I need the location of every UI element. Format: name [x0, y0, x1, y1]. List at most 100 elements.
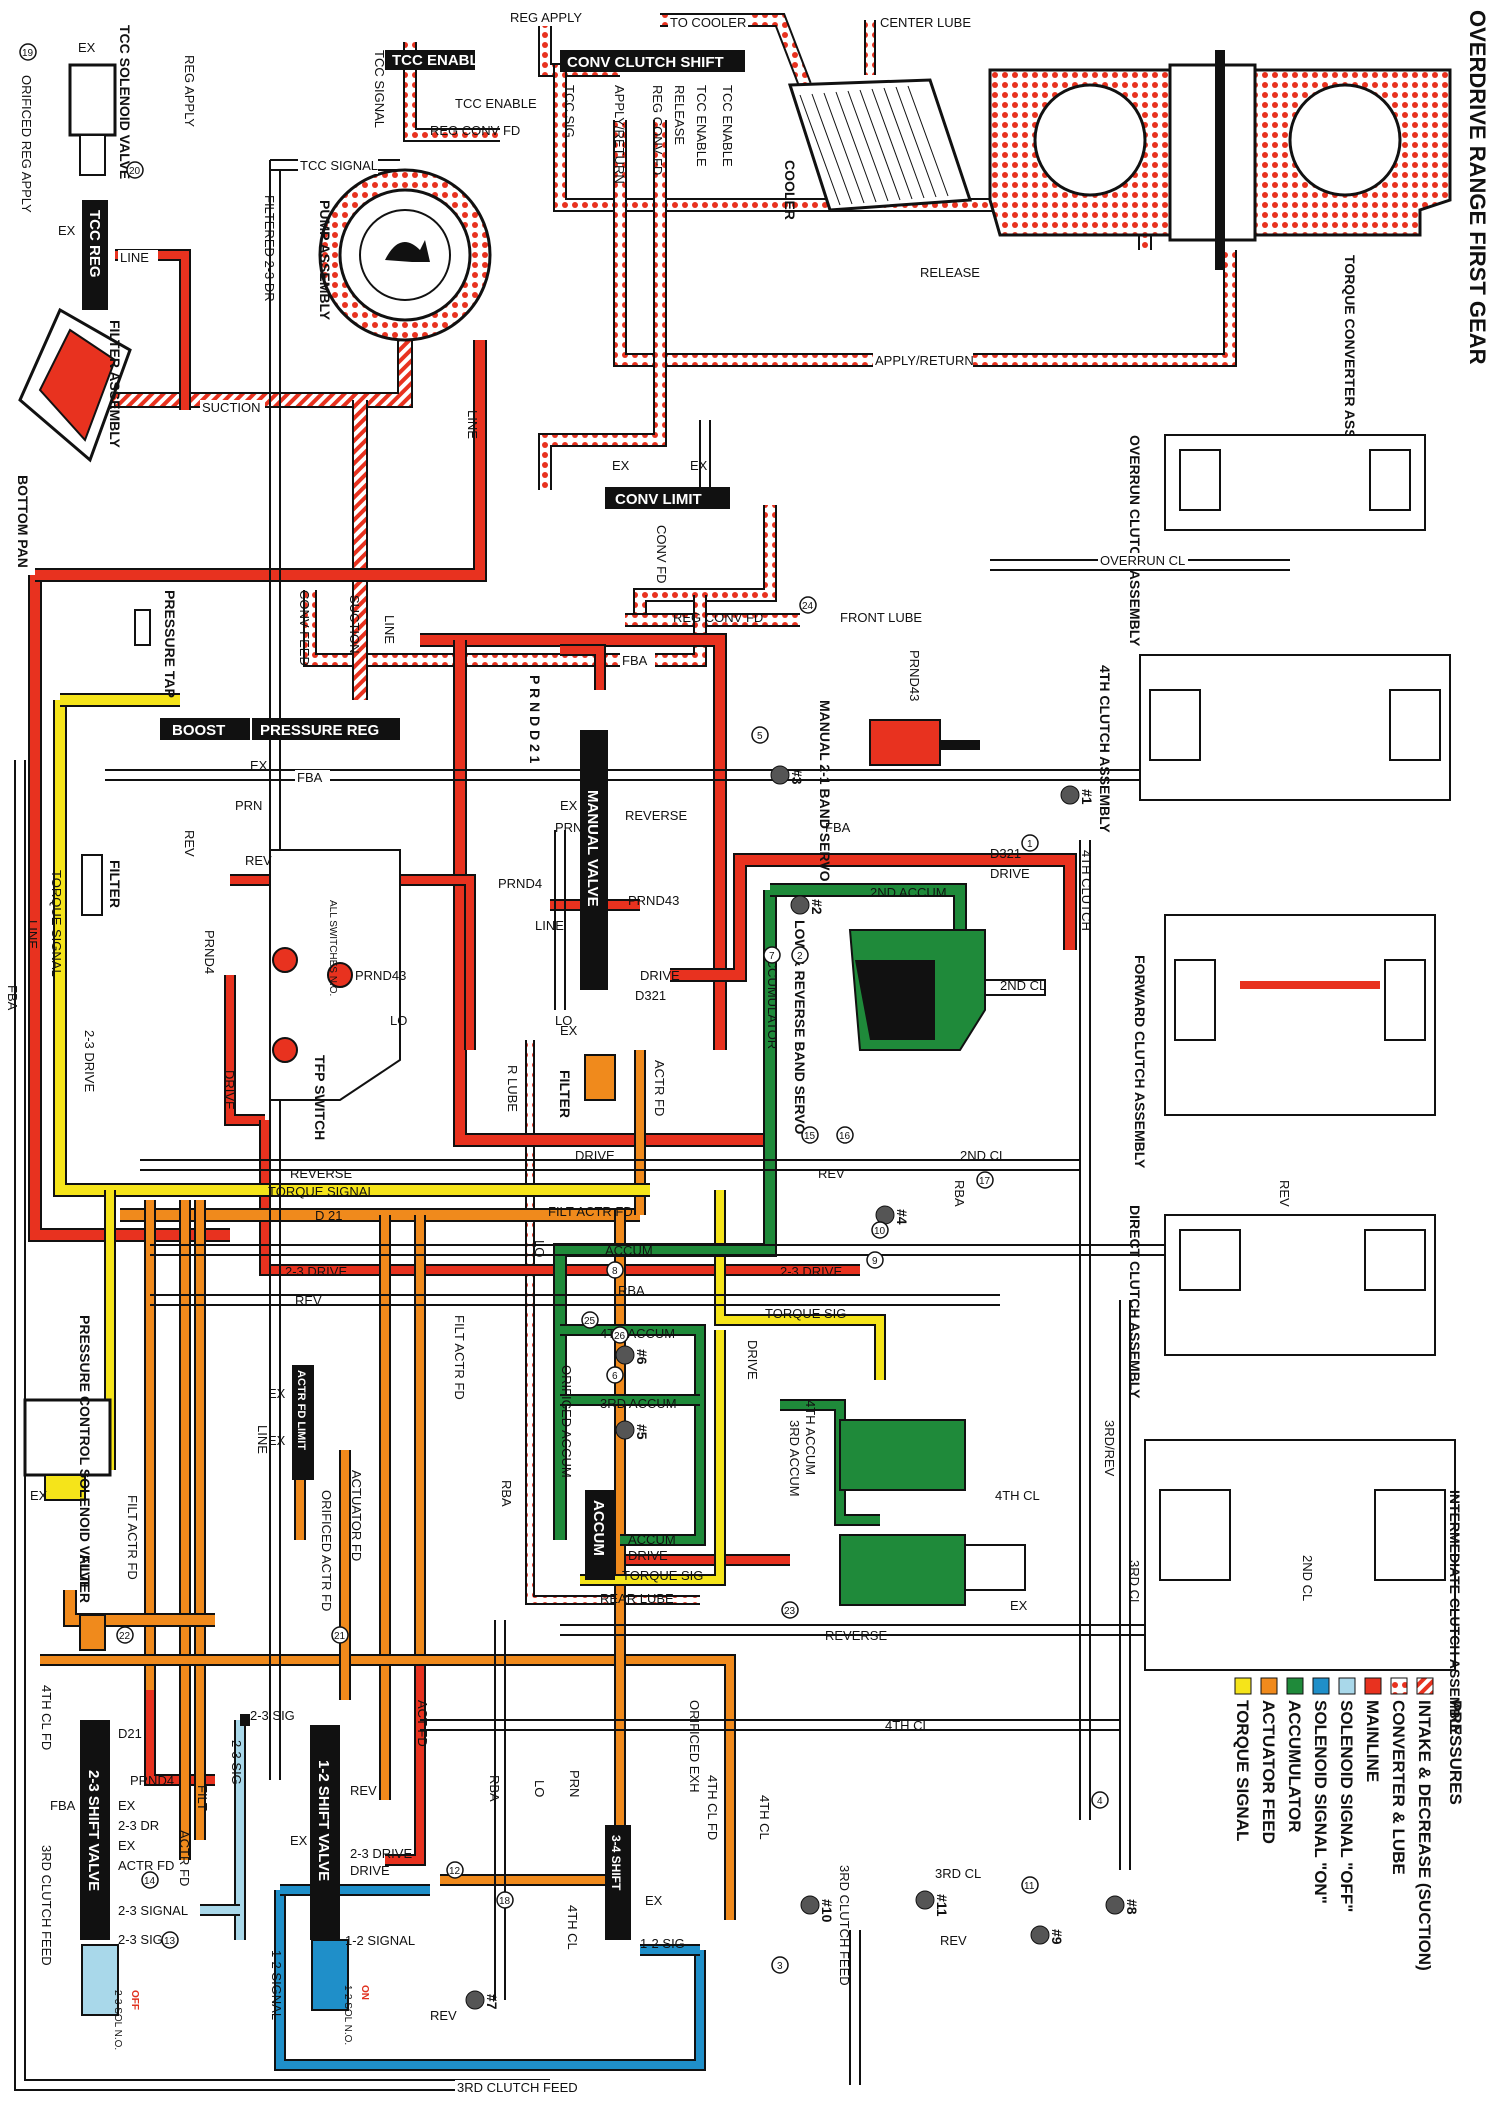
label-12-signal-v: 1-2 SIGNAL: [269, 1950, 284, 2020]
orifice-number: 15: [804, 1131, 816, 1142]
orifice-number: 26: [614, 1331, 626, 1342]
filter-assembly: FILTER ASSEMBLY BOTTOM PAN: [15, 307, 132, 568]
forward-clutch: FORWARD CLUTCH ASSEMBLY: [1132, 914, 1436, 1169]
legend-heading: PRESSURES: [1446, 1700, 1465, 1805]
ex-label: EX: [58, 223, 76, 238]
orifice-number: 7: [769, 951, 775, 962]
label-tcc-enable-v2: TCC ENABLE: [720, 85, 735, 167]
orifice-number: 18: [499, 1896, 511, 1907]
direct-clutch-label: DIRECT CLUTCH ASSEMBLY: [1127, 1205, 1143, 1399]
filter-inline-3: FILTER: [77, 1555, 106, 1651]
label-23-sig: 2-3 SIG: [250, 1708, 295, 1723]
label-tcc-enable: TCC ENABLE: [455, 96, 537, 111]
orifice-marker: [19, 43, 37, 61]
label-drive-low: DRIVE: [628, 1548, 668, 1563]
orifice-number: 11: [1024, 1881, 1035, 1892]
label-23-drive-v: 2-3 DRIVE: [82, 1030, 97, 1092]
legend-swatch: [1260, 1677, 1278, 1695]
filter-inline-2-label: FILTER: [557, 1070, 573, 1118]
label-rear-lube: REAR LUBE: [600, 1591, 674, 1606]
label-4th-accum: 4TH ACCUM: [600, 1326, 675, 1341]
diagram-title: OVERDRIVE RANGE FIRST GEAR: [1465, 10, 1490, 365]
label-2nd-cl-servo: 2ND CL: [1000, 978, 1046, 993]
label-filt-actr-fd-left-v: FILT ACTR FD: [125, 1495, 140, 1580]
orifice-marker: [331, 1626, 349, 1644]
label-line-v: LINE: [382, 615, 397, 644]
label-suction-v: SUCTION: [347, 595, 362, 654]
sol-12-state: ON: [359, 1985, 370, 2000]
valve-manual: MANUAL VALVE: [580, 730, 608, 990]
actuator-feed-passages: [40, 1050, 736, 1920]
solenoid-12: 1-2 SOL N.O. ON: [311, 1939, 370, 2045]
shift-12-label: 1-2 SHIFT VALVE: [315, 1760, 332, 1881]
filter-label: FILTER ASSEMBLY: [107, 320, 123, 448]
label-12-signal: 1-2 SIGNAL: [345, 1933, 415, 1948]
boost-label: BOOST: [172, 722, 225, 739]
valve-pressure-reg: PRESSURE REG: [252, 718, 400, 740]
label-23-dr: 2-3 DR: [118, 1818, 159, 1833]
label-actr-fd-23-v: ACTR FD: [177, 1830, 192, 1886]
label-4th-cl-fd-v: 4TH CL FD: [39, 1685, 54, 1750]
checkball-label: #3: [789, 769, 805, 785]
orifice-marker: [836, 1126, 854, 1144]
ex-label: EX: [612, 458, 630, 473]
orifice-marker: [1021, 834, 1039, 852]
ex-label: EX: [78, 40, 96, 55]
orifice-number: 3: [777, 1961, 783, 1972]
label-to-cooler: TO COOLER: [670, 15, 746, 30]
pump-label: PUMP ASSEMBLY: [317, 200, 333, 321]
orifice-number: 4: [1097, 1796, 1103, 1807]
checkball-label: #7: [484, 1994, 500, 2010]
ex-label: EX: [560, 798, 578, 813]
orifice-number: 24: [802, 601, 814, 612]
label-prn: PRN: [235, 798, 262, 813]
label-filt-actr-fd: FILT ACTR FD: [548, 1204, 633, 1219]
label-rba-low-v: RBA: [499, 1480, 514, 1507]
legend: PRESSURES INTAKE & DECREASE (SUCTION)CON…: [1233, 1677, 1465, 1971]
legend-item-label: ACCUMULATOR: [1285, 1700, 1304, 1833]
checkball-icon: [1105, 1895, 1125, 1915]
ex-label: EX: [645, 1893, 663, 1908]
torque-converter-assembly: TORQUE CONVERTER ASSEMBLY: [988, 50, 1452, 487]
shift-23-label: 2-3 SHIFT VALVE: [85, 1770, 102, 1891]
label-center-lube: CENTER LUBE: [880, 15, 971, 30]
label-reg-apply-v: REG APPLY: [182, 55, 197, 127]
label-fba-mid: FBA: [297, 770, 323, 785]
orifice-marker: [446, 1861, 464, 1879]
checkball-icon: [915, 1890, 935, 1910]
accum-valve-label: ACCUM: [590, 1500, 607, 1556]
torque-converter-label: TORQUE CONVERTER ASSEMBLY: [1342, 255, 1358, 487]
cooler-label: COOLER: [782, 160, 798, 220]
label-rev-low: REV: [295, 1293, 322, 1308]
checkball-label: #5: [634, 1424, 650, 1440]
label-reg-conv-fd-top: REG CONV FD: [430, 123, 520, 138]
fourth-clutch-label: 4TH CLUTCH ASSEMBLY: [1097, 665, 1113, 833]
legend-swatch: [1390, 1677, 1408, 1695]
legend-item-label: TORQUE SIGNAL: [1233, 1700, 1252, 1841]
label-line-pump: LINE: [465, 410, 480, 439]
mainline-passages: [28, 249, 1077, 1866]
checkball-icon: [1060, 785, 1080, 805]
label-line-tcc: LINE: [120, 250, 149, 265]
range-letters: P R N D D 2 1: [527, 675, 543, 764]
label-4th-cl-34-v: 4TH CL: [565, 1905, 580, 1950]
legend-swatch: [1416, 1677, 1434, 1695]
low-reverse-band-servo: LOW & REVERSE BAND SERVO: [792, 920, 1046, 1135]
label-reverse-mid: REVERSE: [290, 1166, 352, 1181]
valve-actr-fd-limit: ACTR FD LIMIT: [292, 1365, 314, 1480]
checkball-icon: [615, 1420, 635, 1440]
orifice-number: 1: [1027, 839, 1033, 850]
legend-item-label: SOLENOID SIGNAL "ON": [1311, 1700, 1330, 1904]
label-act-fd-v: ACT FD: [415, 1700, 430, 1747]
valve-boost: BOOST: [160, 718, 250, 740]
filter-inline-2: FILTER: [557, 1054, 616, 1118]
label-4th-accum-v: 4TH ACCUM: [803, 1400, 818, 1475]
label-12-sig: 1-2 SIG: [640, 1936, 685, 1951]
label-lo-manual: LO: [555, 1013, 572, 1028]
label-rba-12-v: RBA: [487, 1775, 502, 1802]
orifice-number: 14: [144, 1876, 156, 1887]
label-drive: DRIVE: [990, 866, 1030, 881]
label-d321-manual: D321: [635, 988, 666, 1003]
cooler: COOLER: [782, 78, 973, 220]
label-drive-tfp-v: DRIVE: [222, 1070, 237, 1110]
